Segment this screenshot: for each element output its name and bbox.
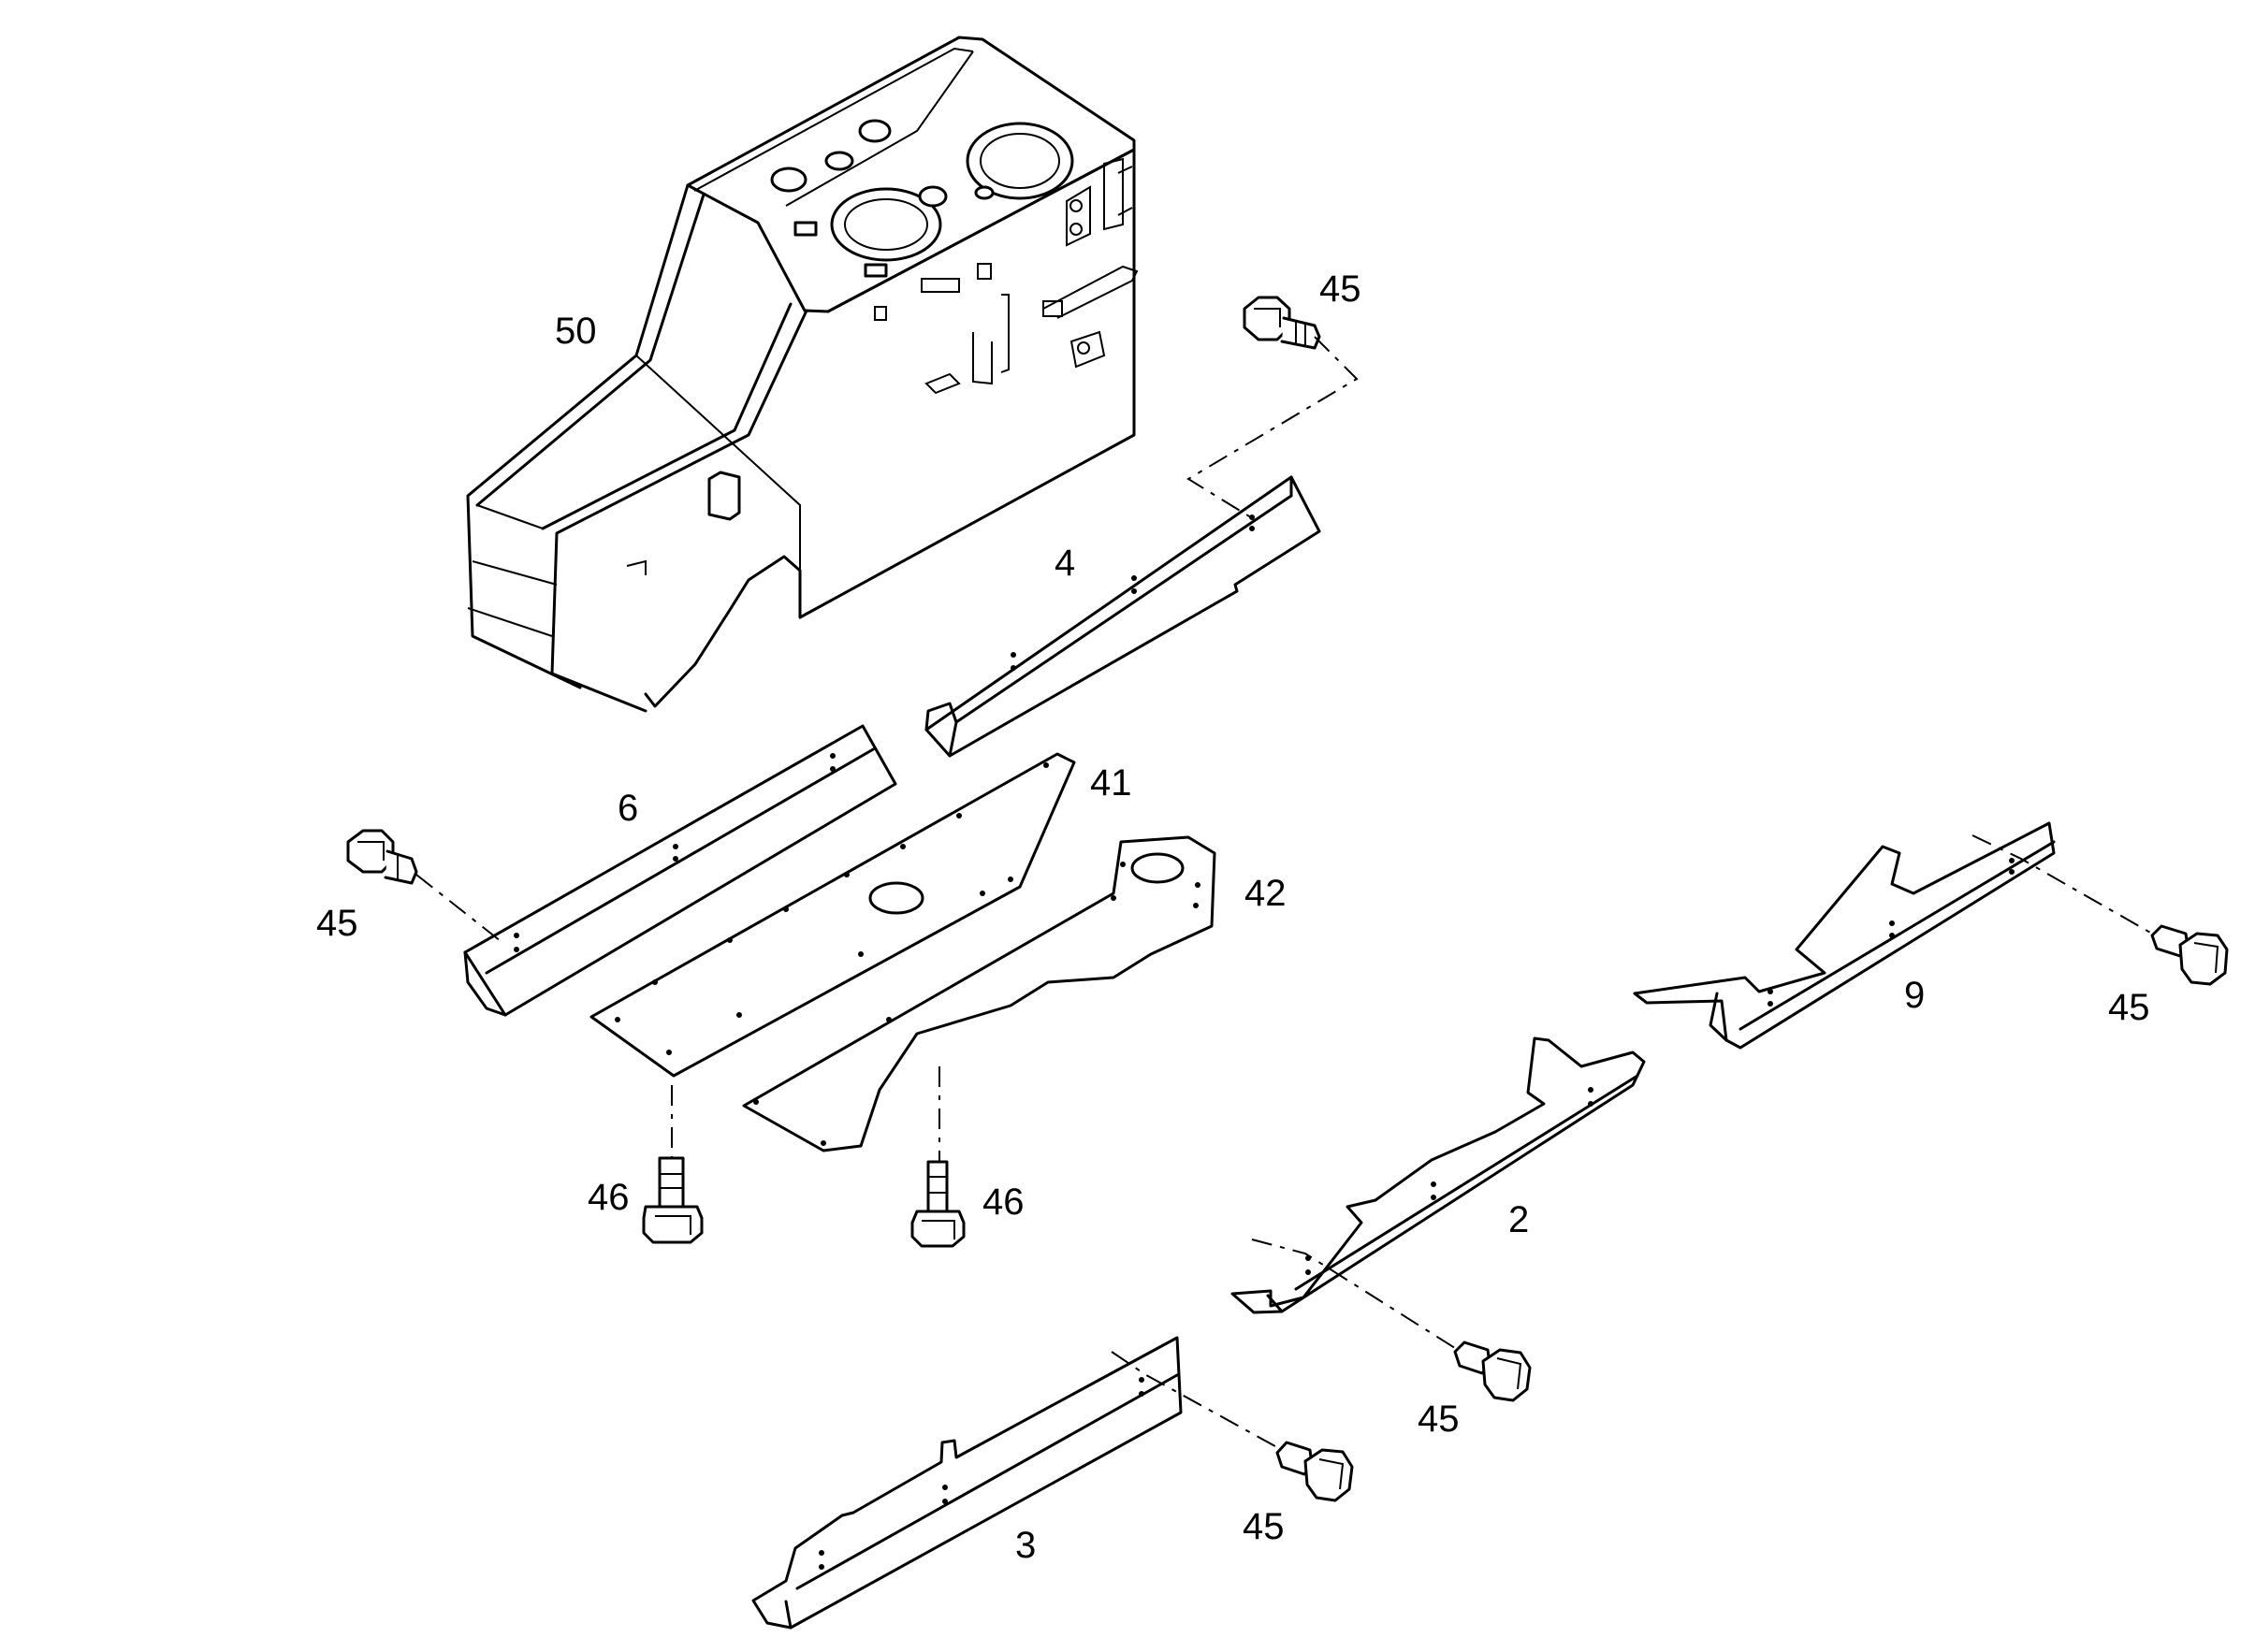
frame-part-50 [466,36,1139,713]
label-bolt-46-right: 46 [982,1181,1025,1223]
label-part-9: 9 [1904,975,1925,1016]
label-bolt-45-right: 45 [2108,987,2150,1028]
center-lines [415,336,2153,1451]
bolt-45-mid [1453,1340,1532,1402]
rail-part-3 [751,1336,1183,1630]
rail-part-2 [1230,1036,1646,1314]
bolt-45-bottom [1275,1441,1354,1502]
label-bolt-45-top: 45 [1319,268,1361,310]
label-part-42: 42 [1244,873,1287,914]
label-bolt-45-bottom: 45 [1243,1506,1285,1547]
rail-part-9 [1633,821,2056,1050]
label-part-2: 2 [1508,1199,1529,1240]
bolt-46-left [642,1156,704,1244]
label-bolt-46-left: 46 [588,1177,630,1218]
label-part-41: 41 [1090,762,1132,804]
bolt-45-left [346,829,418,885]
label-frame-50: 50 [555,311,597,352]
bolt-46-right [910,1160,966,1248]
plate-part-41 [589,752,1076,1078]
plate-part-42 [742,835,1216,1152]
label-bolt-45-mid: 45 [1418,1398,1460,1440]
label-part-4: 4 [1055,543,1075,584]
label-part-3: 3 [1015,1525,1036,1566]
label-part-6: 6 [618,788,638,829]
bolt-45-top [1243,296,1321,350]
label-bolt-45-left: 45 [316,903,358,944]
rail-part-4 [924,475,1321,758]
bolt-45-right [2150,924,2229,986]
rail-part-6 [463,724,897,1017]
